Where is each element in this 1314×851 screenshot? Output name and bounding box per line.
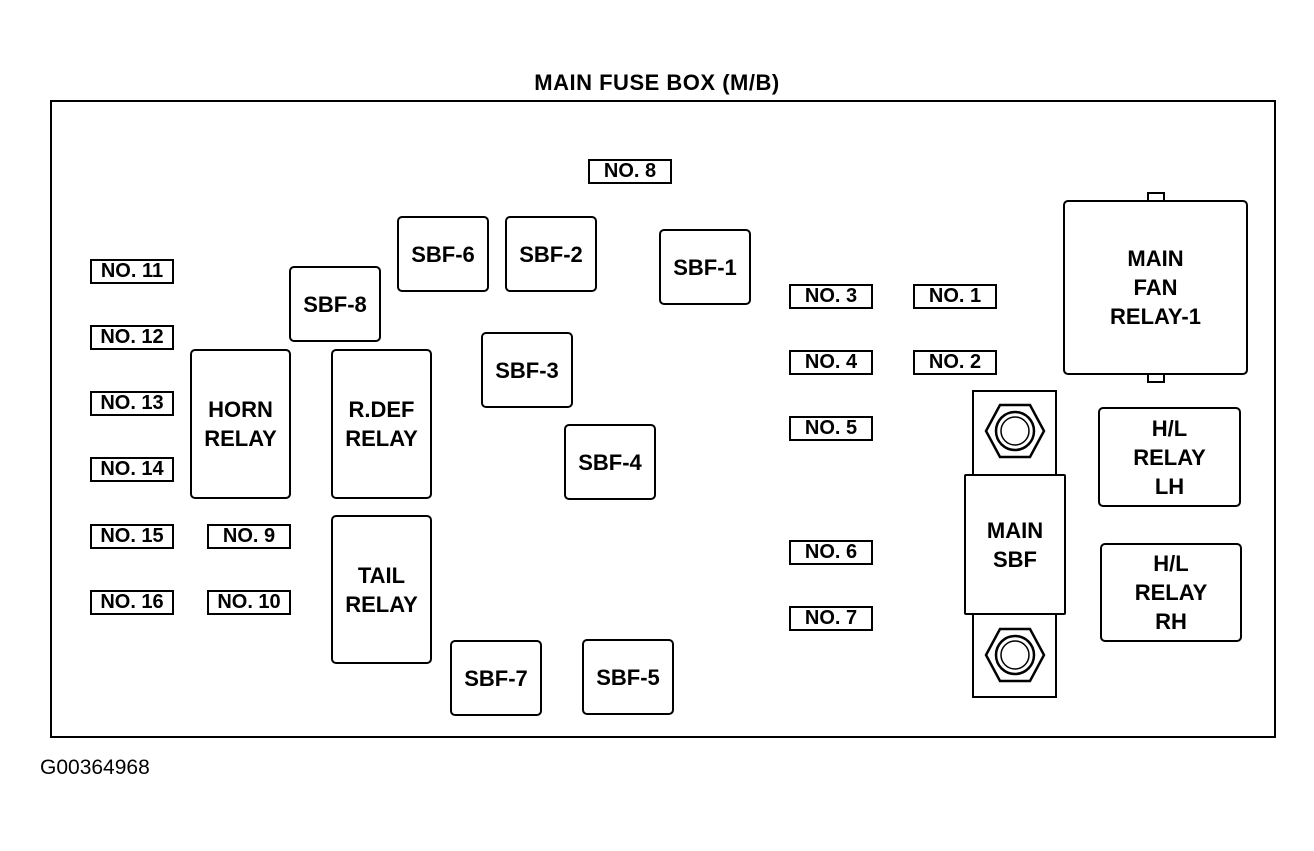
main-fan-relay-1: MAIN FAN RELAY-1 xyxy=(1063,200,1248,375)
sbf-2-label: SBF-2 xyxy=(519,241,583,267)
rear-defrost-relay: R.DEF RELAY xyxy=(331,349,432,499)
rear-defrost-relay-label: R.DEF RELAY xyxy=(345,397,418,451)
main-sbf: MAIN SBF xyxy=(964,474,1066,615)
main-fan-relay-1-label: MAIN FAN RELAY-1 xyxy=(1110,246,1201,329)
fuse-no-11: NO. 11 xyxy=(90,259,174,284)
sbf-8: SBF-8 xyxy=(289,266,381,342)
tail-relay-label: TAIL RELAY xyxy=(345,562,418,617)
fuse-no-13: NO. 13 xyxy=(90,391,174,416)
sbf-3: SBF-3 xyxy=(481,332,573,408)
headlamp-relay-rh: H/L RELAY RH xyxy=(1100,543,1242,642)
diagram-title: MAIN FUSE BOX (M/B) xyxy=(534,70,780,95)
figure-code: G00364968 xyxy=(40,756,150,779)
sbf-5-label: SBF-5 xyxy=(596,664,660,690)
fuse-box-outline xyxy=(50,100,1276,738)
sbf-6-label: SBF-6 xyxy=(411,241,475,267)
fuse-no-5: NO. 5 xyxy=(789,416,873,441)
fuse-no-4: NO. 4 xyxy=(789,350,873,375)
fuse-no-2: NO. 2 xyxy=(913,350,997,375)
sbf-7: SBF-7 xyxy=(450,640,542,716)
fuse-no-15: NO. 15 xyxy=(90,524,174,549)
headlamp-relay-lh-label: H/L RELAY LH xyxy=(1133,415,1206,499)
sbf-1-label: SBF-1 xyxy=(673,254,737,280)
horn-relay-label: HORN RELAY xyxy=(204,397,277,451)
fuse-no-12: NO. 12 xyxy=(90,325,174,350)
headlamp-relay-rh-label: H/L RELAY RH xyxy=(1134,551,1208,634)
sbf-5: SBF-5 xyxy=(582,639,674,715)
fuse-no-1: NO. 1 xyxy=(913,284,997,309)
tail-relay: TAIL RELAY xyxy=(331,515,432,664)
sbf-2: SBF-2 xyxy=(505,216,597,292)
main-sbf-label: MAIN SBF xyxy=(986,517,1044,572)
sbf-3-label: SBF-3 xyxy=(495,357,559,383)
bottom-bolt-nut-icon xyxy=(984,627,1046,683)
sbf-7-label: SBF-7 xyxy=(464,665,528,691)
sbf-4: SBF-4 xyxy=(564,424,656,500)
fuse-no-3: NO. 3 xyxy=(789,284,873,309)
sbf-4-label: SBF-4 xyxy=(578,449,642,475)
fuse-no-7: NO. 7 xyxy=(789,606,873,631)
fuse-no-8: NO. 8 xyxy=(588,159,672,184)
fuse-no-16: NO. 16 xyxy=(90,590,174,615)
fuse-no-10: NO. 10 xyxy=(207,590,291,615)
headlamp-relay-lh: H/L RELAY LH xyxy=(1098,407,1241,507)
fuse-no-6: NO. 6 xyxy=(789,540,873,565)
sbf-8-label: SBF-8 xyxy=(303,291,367,317)
horn-relay: HORN RELAY xyxy=(190,349,291,499)
top-bolt-nut-icon xyxy=(984,403,1046,459)
fuse-no-9: NO. 9 xyxy=(207,524,291,549)
sbf-1: SBF-1 xyxy=(659,229,751,305)
fuse-no-14: NO. 14 xyxy=(90,457,174,482)
sbf-6: SBF-6 xyxy=(397,216,489,292)
